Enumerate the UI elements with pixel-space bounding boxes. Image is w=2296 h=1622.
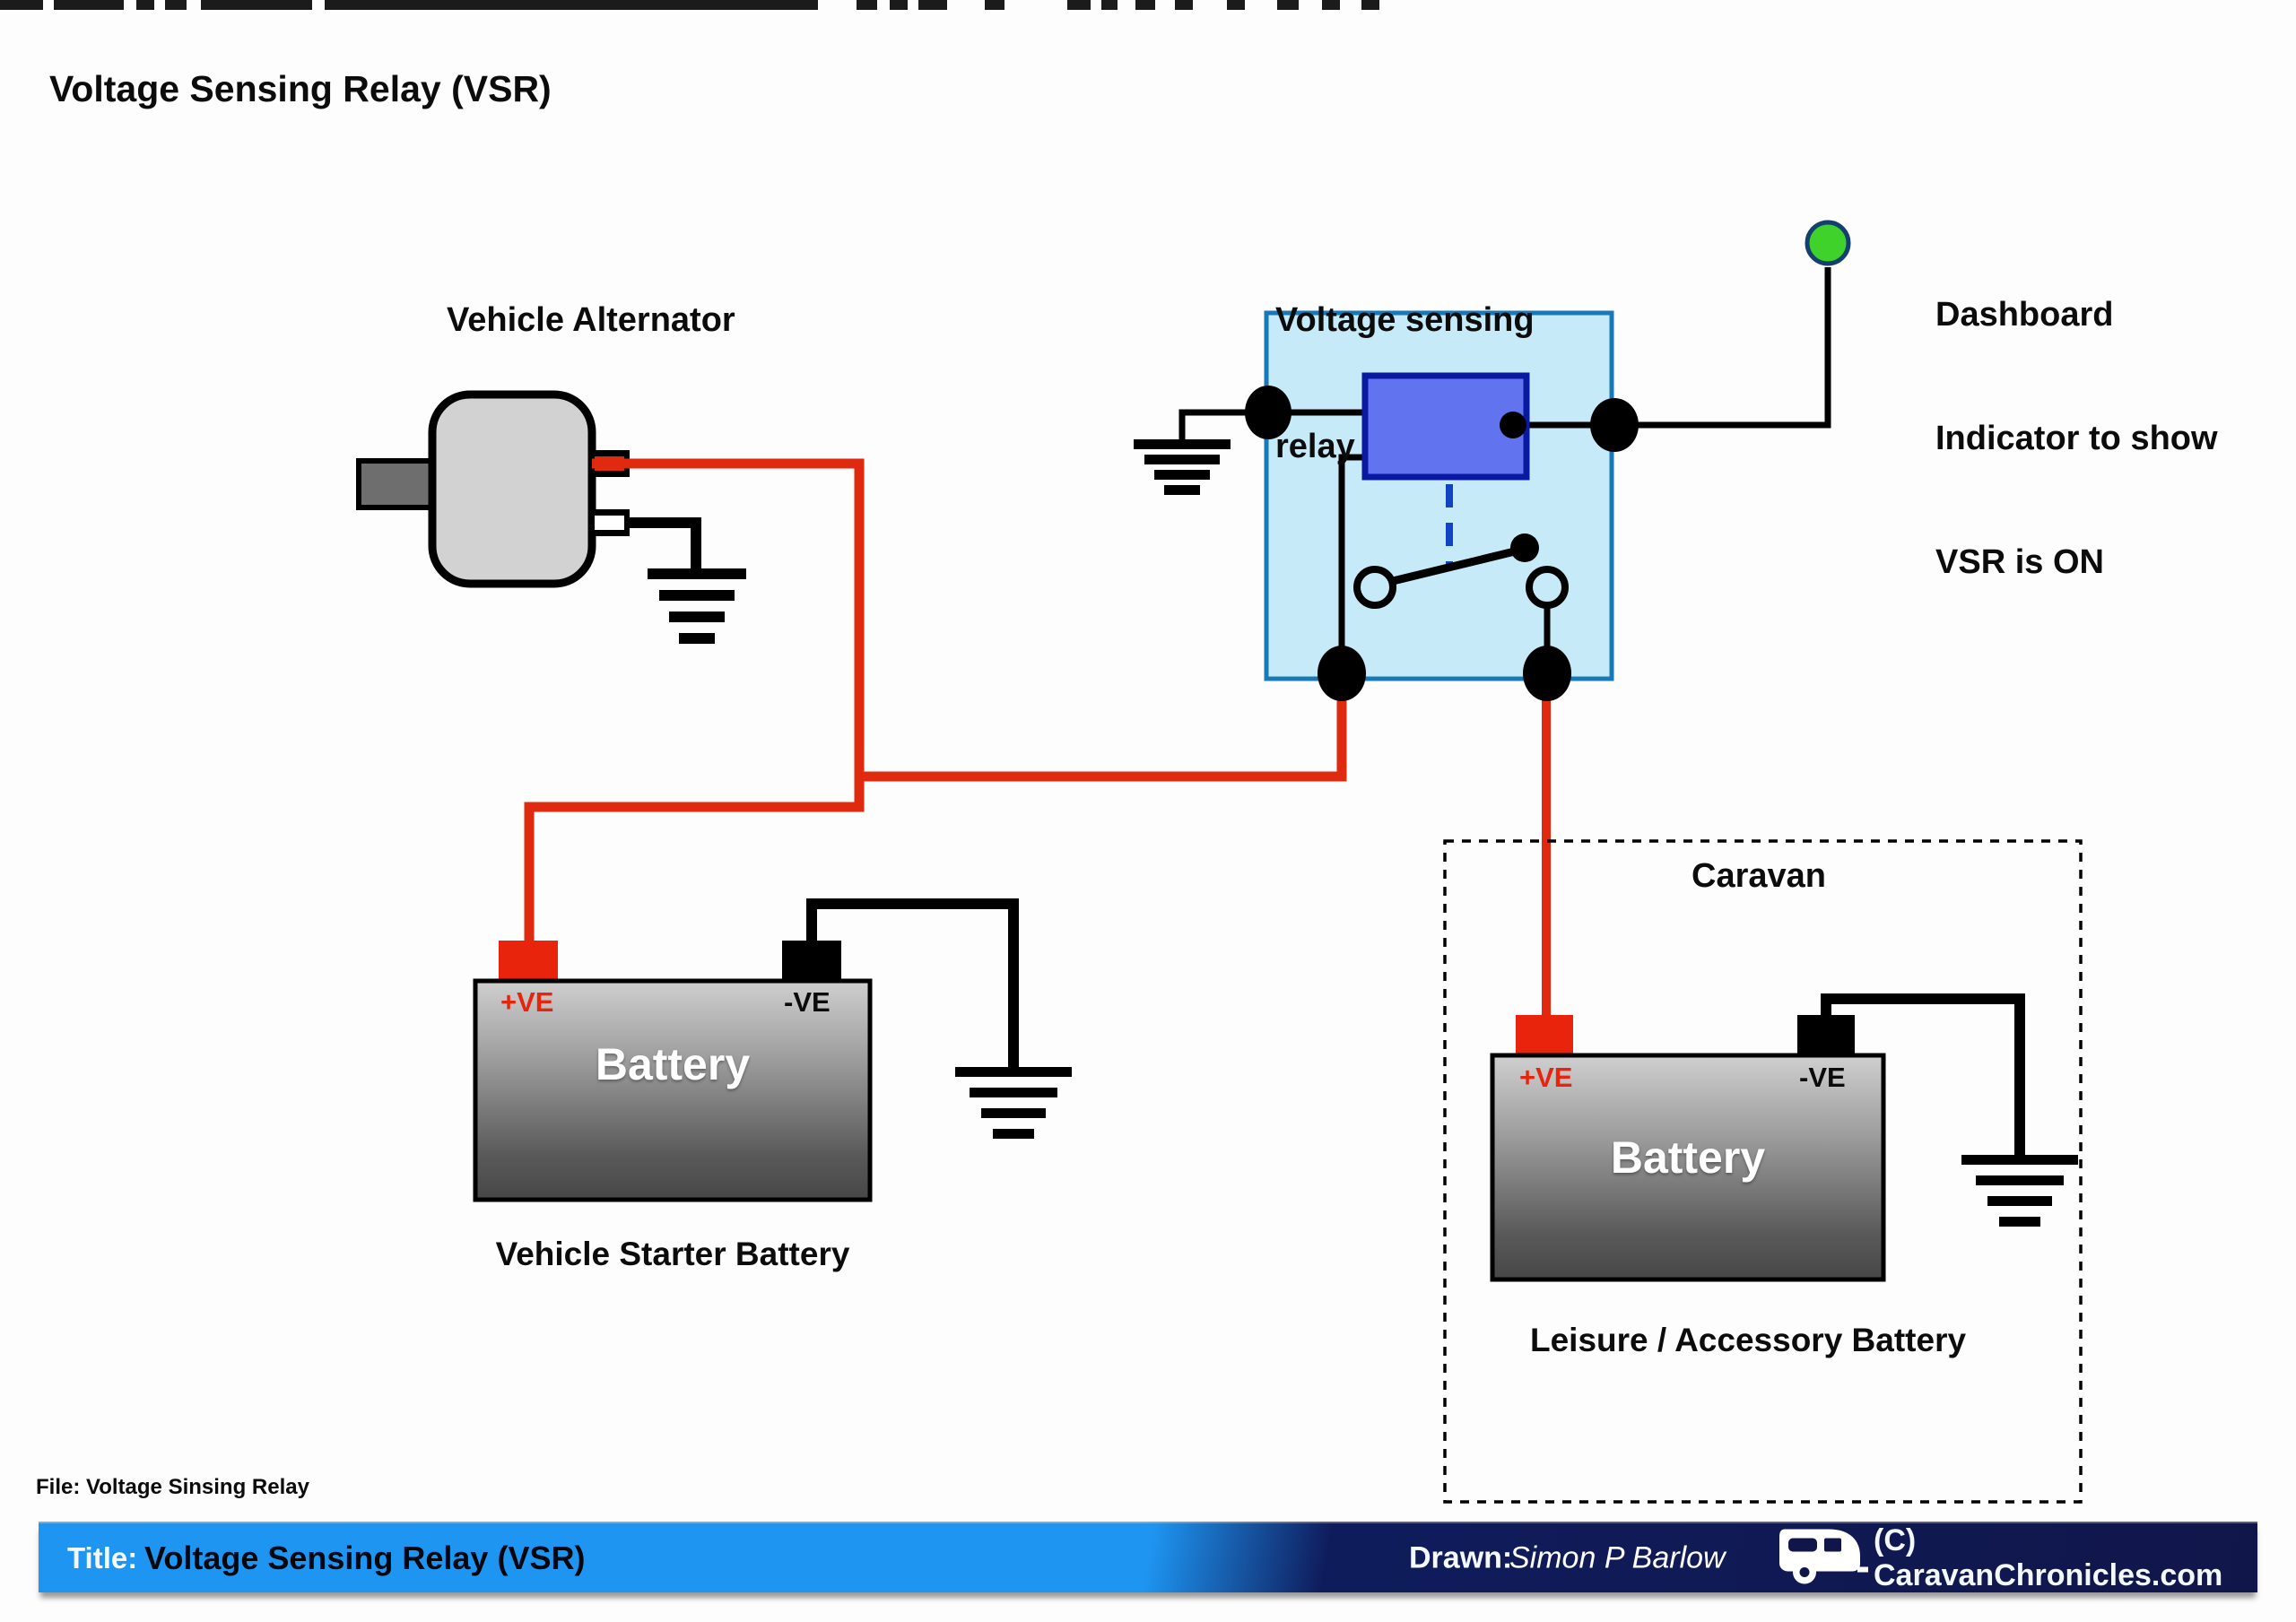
ground-icon (1134, 439, 1231, 495)
vsr-terminal-input (1318, 646, 1366, 701)
vsr-label: Voltage sensing relay (1275, 215, 1535, 552)
vsr-coil-feed-wire (1338, 454, 1369, 655)
footer-drawn-label: Drawn: (1409, 1540, 1513, 1574)
caravan-label: Caravan (1692, 857, 1826, 895)
vsr-label-line1: Voltage sensing (1275, 301, 1535, 339)
alternator-body (428, 390, 596, 588)
red-wire-alternator-to-starter-battery (524, 458, 865, 943)
vsr-terminal-output (1523, 646, 1571, 701)
ground-icon (648, 568, 746, 644)
leisure-battery-ground-wire (1821, 993, 2025, 1158)
vsr-ground-wire (1178, 409, 1268, 443)
file-note: File: Voltage Sinsing Relay (36, 1475, 309, 1499)
starter-battery-caption: Vehicle Starter Battery (495, 1236, 850, 1272)
leisure-battery-pos-terminal (1516, 1015, 1573, 1055)
indicator-label: Dashboard Indicator to show VSR is ON (1935, 212, 2218, 665)
ground-icon (1961, 1155, 2078, 1227)
footer-copyright: (C) CaravanChronicles.com (1874, 1522, 2223, 1592)
starter-battery-body (473, 978, 873, 1202)
alternator-label: Vehicle Alternator (447, 301, 735, 339)
vsr-switch-contact-right (1526, 566, 1569, 609)
vsr-switch-arm (1387, 545, 1524, 586)
starter-battery-neg-label: -VE (784, 986, 831, 1018)
red-wire-branch-to-vsr (859, 692, 1347, 782)
leisure-battery-neg-terminal (1797, 1015, 1855, 1055)
starter-battery-symbol (473, 941, 873, 1202)
vsr-label-line2: relay (1275, 428, 1355, 465)
vsr-switch-contact-left (1353, 566, 1396, 609)
starter-battery-name: Battery (595, 1039, 751, 1089)
alternator-shaft (356, 458, 439, 510)
indicator-label-line3: VSR is ON (1935, 543, 2104, 581)
leisure-battery-neg-label: -VE (1799, 1062, 1846, 1093)
caravan-icon (1777, 1527, 1868, 1589)
indicator-label-line2: Indicator to show (1935, 420, 2218, 457)
vsr-coil-output-node (1500, 412, 1526, 438)
ground-icon (955, 1067, 1072, 1139)
indicator-label-line1: Dashboard (1935, 296, 2114, 334)
indicator-lamp-icon (1805, 220, 1851, 266)
alternator-bplus-inner (595, 456, 624, 471)
leisure-battery-symbol (1490, 1015, 1886, 1282)
starter-battery-neg-terminal (782, 941, 841, 982)
starter-battery-pos-label: +VE (500, 986, 554, 1018)
footer-title-value: Voltage Sensing Relay (VSR) (144, 1539, 586, 1576)
alternator-ground-wire (628, 517, 701, 574)
alternator-symbol (356, 390, 630, 588)
vsr-terminal-indicator (1590, 398, 1639, 452)
alternator-ground-terminal-inner (595, 516, 624, 530)
vsr-coil (1361, 372, 1530, 481)
leisure-battery-name: Battery (1610, 1132, 1766, 1183)
leisure-battery-caption: Leisure / Accessory Battery (1530, 1322, 1967, 1358)
starter-battery-pos-terminal (499, 941, 558, 982)
leisure-battery-pos-label: +VE (1519, 1062, 1573, 1093)
footer-title-label: Title: (67, 1540, 138, 1574)
footer-title-bar: Title: Voltage Sensing Relay (VSR) Drawn… (39, 1522, 2257, 1592)
page-title: Voltage Sensing Relay (VSR) (49, 68, 552, 109)
starter-battery-ground-wire (806, 898, 1019, 1069)
vsr-switch-arm-tip (1510, 533, 1539, 562)
vsr-terminal-ground (1245, 386, 1292, 439)
footer-drawn-value: Simon P Barlow (1509, 1540, 1726, 1574)
leisure-battery-body (1490, 1053, 1886, 1282)
